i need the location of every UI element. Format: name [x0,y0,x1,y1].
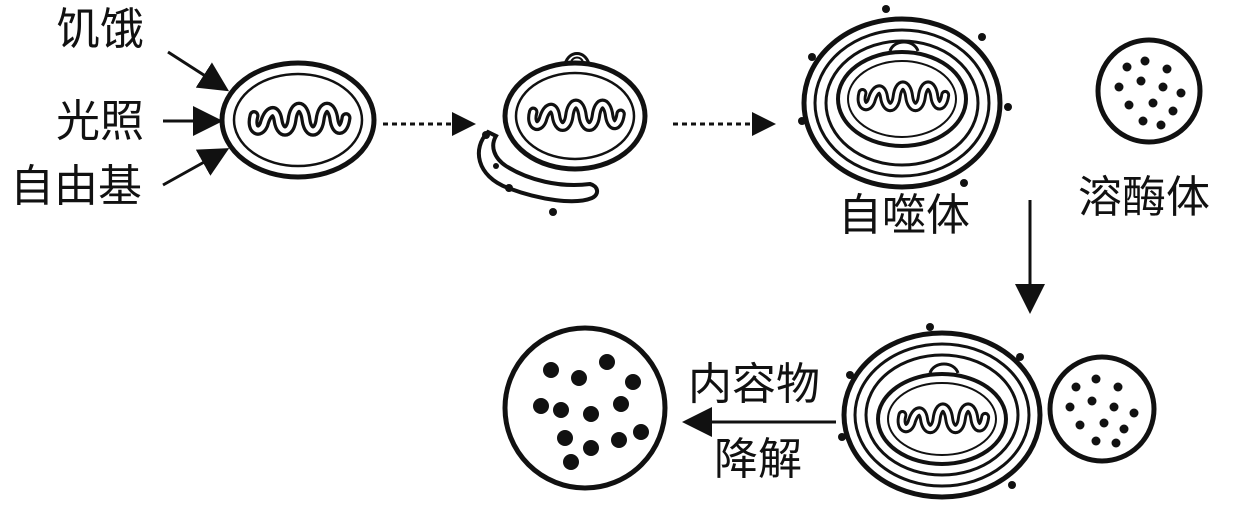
mitochondrion-engulfing [502,52,648,172]
lysosome-fusing [1047,354,1157,464]
isolation-membrane [476,129,599,204]
autophagosome-label: 自噬体 [838,190,970,241]
mitochondrion-initial [219,60,377,180]
stimulus-light-label: 光照 [56,96,144,147]
stimulus-free-radical-label: 自由基 [10,161,142,212]
autolysosome [838,323,1043,500]
arrow-hunger [167,50,230,92]
stimulus-arrows [162,50,230,187]
lysosome [1095,37,1203,145]
degradation-label-line2: 降解 [714,434,802,485]
degradation-label-line1: 内容物 [688,359,820,410]
lysosome-label: 溶酶体 [1078,172,1210,223]
phagophore-stage [476,52,648,216]
autophagosome [798,5,1012,190]
degraded-vesicle [502,325,668,491]
stimulus-hunger-label: 饥饿 [56,4,144,55]
arrow-free-radical [162,148,230,187]
